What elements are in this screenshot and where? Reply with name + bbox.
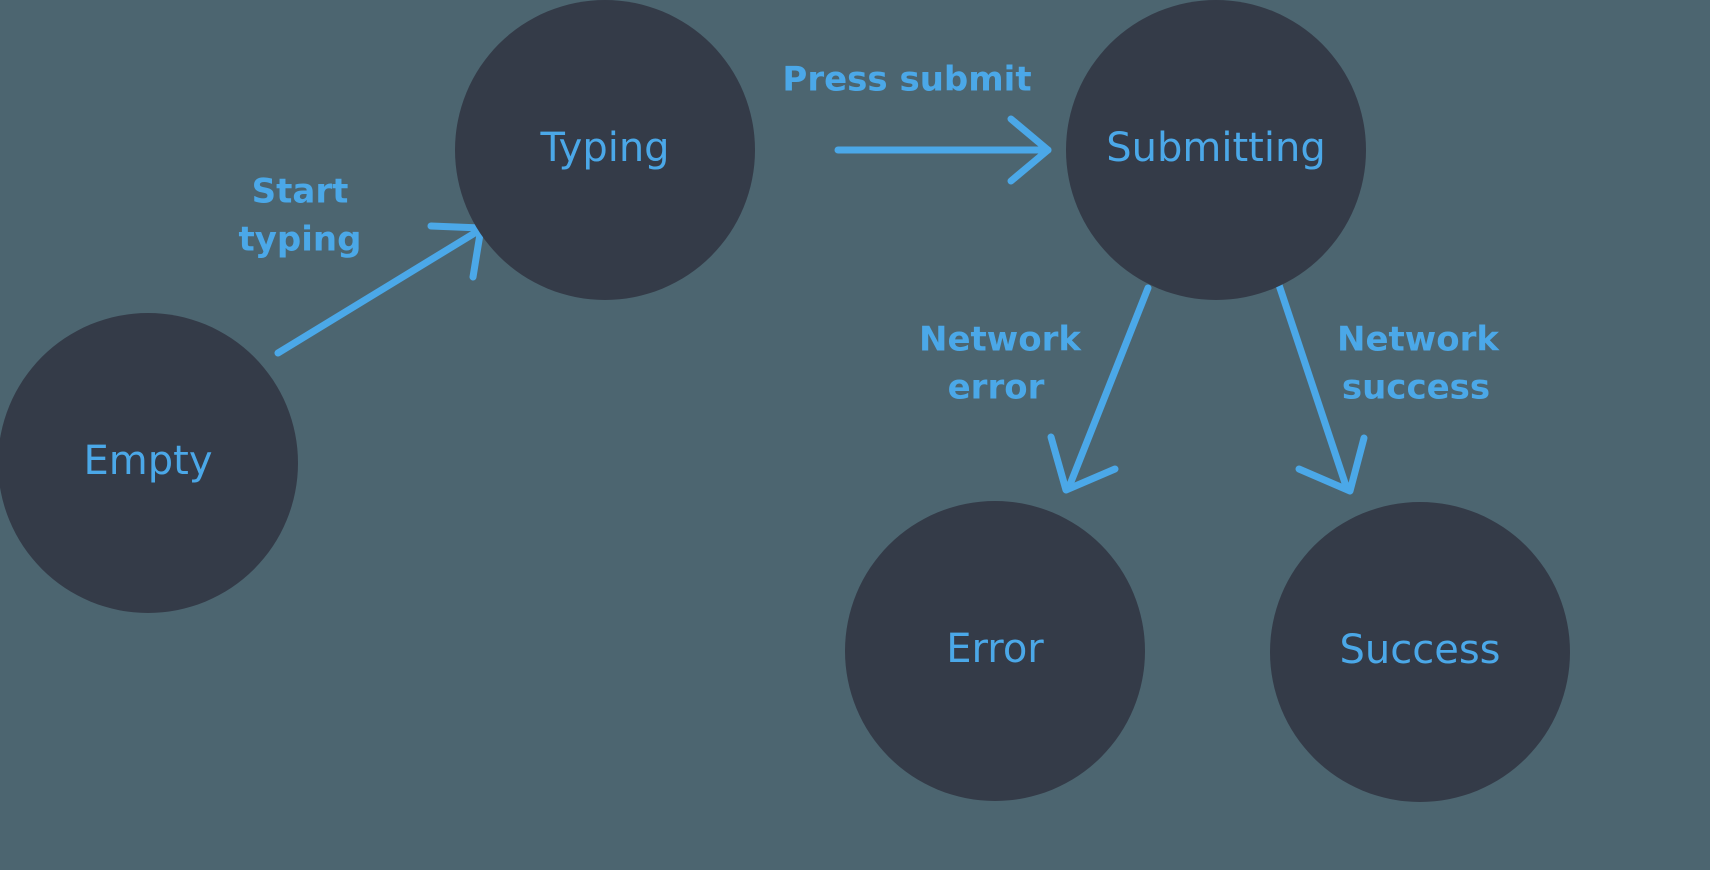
edge-typing-to-submitting-arrowhead bbox=[1007, 115, 1052, 185]
edge-label-network-success-line1: Network bbox=[1337, 320, 1500, 360]
edge-label-start-typing: Start typing bbox=[239, 172, 362, 260]
node-typing[interactable]: Typing bbox=[455, 0, 755, 300]
node-empty[interactable]: Empty bbox=[0, 313, 298, 613]
edge-empty-to-typing-line bbox=[274, 227, 482, 357]
edge-label-network-error-line1: Network bbox=[919, 320, 1082, 360]
node-success-circle[interactable] bbox=[1270, 502, 1570, 802]
node-typing-circle[interactable] bbox=[455, 0, 755, 300]
edge-label-start-typing-line2: typing bbox=[239, 220, 362, 260]
node-empty-circle[interactable] bbox=[0, 313, 298, 613]
node-error-label: Error bbox=[946, 626, 1044, 672]
edge-submitting-to-error bbox=[1047, 284, 1152, 494]
node-submitting-label: Submitting bbox=[1106, 125, 1325, 171]
edge-submitting-to-error-arrowhead bbox=[1047, 433, 1119, 494]
node-error-circle[interactable] bbox=[845, 501, 1145, 801]
node-error[interactable]: Error bbox=[845, 501, 1145, 801]
edge-label-network-error: Network error bbox=[919, 320, 1082, 408]
edge-label-network-error-line2: error bbox=[948, 368, 1045, 408]
edge-submitting-to-success-arrowhead bbox=[1295, 434, 1368, 495]
edge-submitting-to-error-line bbox=[1065, 284, 1152, 491]
node-submitting-circle[interactable] bbox=[1066, 0, 1366, 300]
edge-submitting-to-success-line bbox=[1274, 278, 1351, 493]
node-success-label: Success bbox=[1339, 627, 1500, 673]
node-typing-label: Typing bbox=[539, 125, 669, 171]
edge-label-network-success-line2: success bbox=[1342, 368, 1490, 408]
edge-label-press-submit-line1: Press submit bbox=[782, 60, 1031, 100]
node-submitting[interactable]: Submitting bbox=[1066, 0, 1366, 300]
edge-label-network-success: Network success bbox=[1337, 320, 1500, 408]
edge-typing-to-submitting bbox=[834, 115, 1052, 185]
node-success[interactable]: Success bbox=[1270, 502, 1570, 802]
node-empty-label: Empty bbox=[84, 438, 213, 484]
edge-label-press-submit: Press submit bbox=[782, 60, 1031, 100]
edge-submitting-to-success bbox=[1274, 278, 1368, 495]
edge-label-start-typing-line1: Start bbox=[252, 172, 349, 212]
